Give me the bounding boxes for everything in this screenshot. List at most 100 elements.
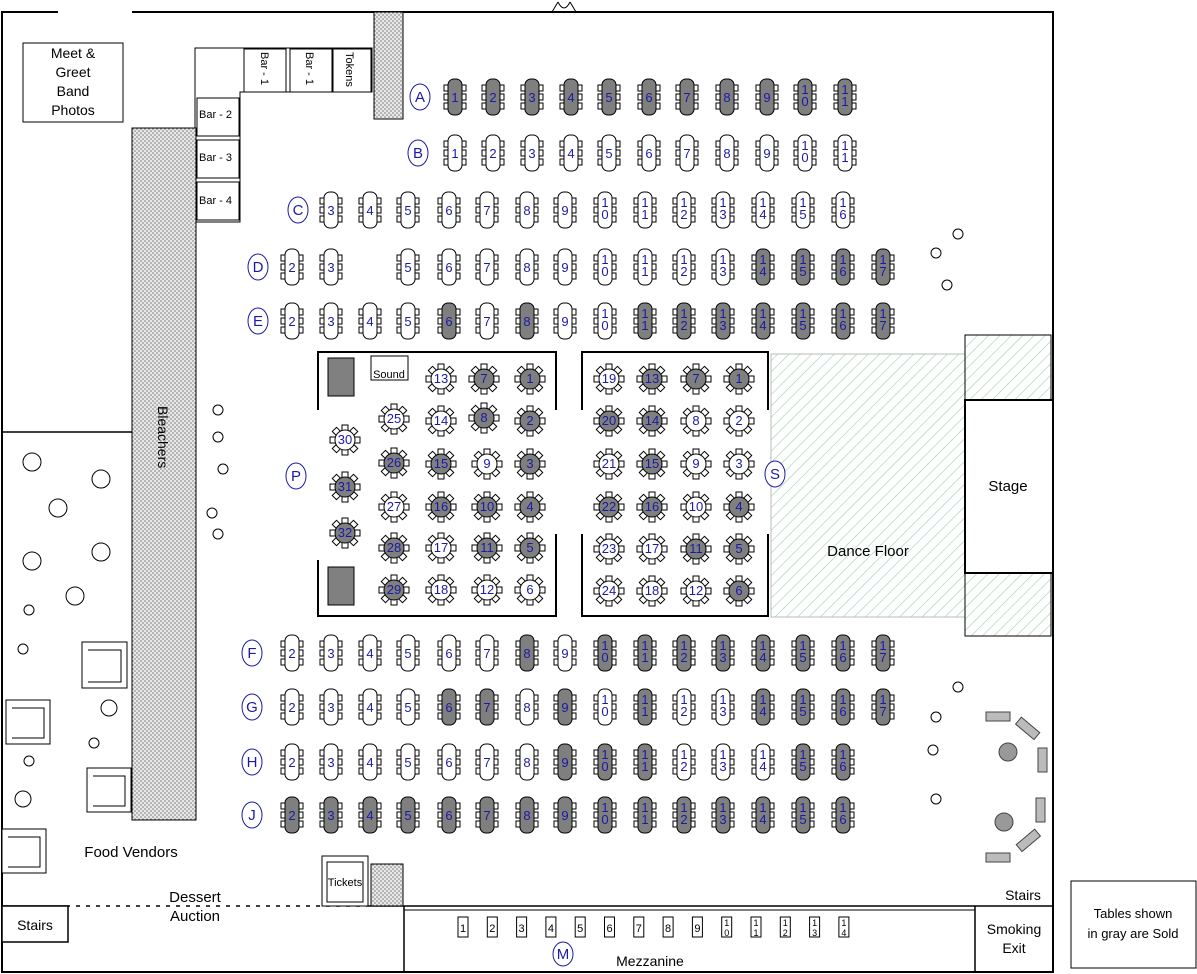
table-b-8[interactable]: 8 bbox=[715, 134, 739, 172]
round-table-s-7[interactable]: 7 bbox=[680, 363, 712, 395]
round-table-p-28[interactable]: 28 bbox=[378, 532, 410, 564]
round-table-s-19[interactable]: 19 bbox=[593, 363, 625, 395]
table-d-8[interactable]: 8 bbox=[515, 248, 539, 286]
table-b-2[interactable]: 2 bbox=[481, 134, 505, 172]
round-table-p-18[interactable]: 18 bbox=[425, 574, 457, 606]
table-c-8[interactable]: 8 bbox=[515, 191, 539, 229]
table-e-7[interactable]: 7 bbox=[475, 302, 499, 340]
round-table-p-3[interactable]: 3 bbox=[514, 448, 546, 480]
round-table-p-6[interactable]: 6 bbox=[514, 574, 546, 606]
round-table-s-22[interactable]: 22 bbox=[593, 491, 625, 523]
round-table-p-29[interactable]: 29 bbox=[378, 574, 410, 606]
round-table-p-2[interactable]: 2 bbox=[514, 405, 546, 437]
round-table-p-27[interactable]: 27 bbox=[378, 491, 410, 523]
round-table-p-15[interactable]: 15 bbox=[425, 448, 457, 480]
round-table-s-21[interactable]: 21 bbox=[593, 448, 625, 480]
table-e-6[interactable]: 6 bbox=[437, 302, 461, 340]
table-e-3[interactable]: 3 bbox=[319, 302, 343, 340]
mezzanine-table-4[interactable]: 4 bbox=[545, 916, 557, 938]
table-a-6[interactable]: 6 bbox=[637, 78, 661, 116]
table-c-5[interactable]: 5 bbox=[396, 191, 420, 229]
mezzanine-table-7[interactable]: 7 bbox=[633, 916, 645, 938]
table-g-8[interactable]: 8 bbox=[515, 688, 539, 726]
round-table-s-13[interactable]: 13 bbox=[636, 363, 668, 395]
table-f-7[interactable]: 7 bbox=[475, 634, 499, 672]
round-table-s-9[interactable]: 9 bbox=[680, 448, 712, 480]
table-f-6[interactable]: 6 bbox=[437, 634, 461, 672]
table-h-4[interactable]: 4 bbox=[358, 743, 382, 781]
table-f-8[interactable]: 8 bbox=[515, 634, 539, 672]
round-table-s-5[interactable]: 5 bbox=[723, 533, 755, 565]
round-table-p-25[interactable]: 25 bbox=[378, 403, 410, 435]
table-h-6[interactable]: 6 bbox=[437, 743, 461, 781]
round-table-p-8[interactable]: 8 bbox=[468, 402, 500, 434]
round-table-s-17[interactable]: 17 bbox=[636, 533, 668, 565]
round-table-s-6[interactable]: 6 bbox=[723, 575, 755, 607]
round-table-p-4[interactable]: 4 bbox=[514, 491, 546, 523]
table-a-7[interactable]: 7 bbox=[675, 78, 699, 116]
mezzanine-table-1[interactable]: 1 bbox=[457, 916, 469, 938]
table-h-9[interactable]: 9 bbox=[553, 743, 577, 781]
table-f-3[interactable]: 3 bbox=[319, 634, 343, 672]
round-table-p-11[interactable]: 11 bbox=[471, 532, 503, 564]
round-table-s-11[interactable]: 11 bbox=[680, 533, 712, 565]
table-h-2[interactable]: 2 bbox=[280, 743, 304, 781]
table-a-2[interactable]: 2 bbox=[481, 78, 505, 116]
table-j-3[interactable]: 3 bbox=[319, 796, 343, 834]
round-table-p-12[interactable]: 12 bbox=[471, 574, 503, 606]
table-d-3[interactable]: 3 bbox=[319, 248, 343, 286]
mezzanine-table-6[interactable]: 6 bbox=[604, 916, 615, 938]
round-table-s-10[interactable]: 10 bbox=[680, 491, 712, 523]
round-table-p-7[interactable]: 7 bbox=[468, 363, 500, 395]
round-table-p-17[interactable]: 17 bbox=[425, 532, 457, 564]
table-e-5[interactable]: 5 bbox=[396, 302, 420, 340]
table-b-6[interactable]: 6 bbox=[637, 134, 661, 172]
round-table-s-8[interactable]: 8 bbox=[680, 405, 712, 437]
round-table-s-14[interactable]: 14 bbox=[636, 405, 668, 437]
round-table-s-15[interactable]: 15 bbox=[636, 448, 668, 480]
round-table-p-26[interactable]: 26 bbox=[378, 447, 410, 479]
round-table-p-14[interactable]: 14 bbox=[425, 405, 457, 437]
table-g-4[interactable]: 4 bbox=[358, 688, 382, 726]
round-table-p-5[interactable]: 5 bbox=[514, 532, 546, 564]
table-d-5[interactable]: 5 bbox=[396, 248, 420, 286]
mezzanine-table-3[interactable]: 3 bbox=[516, 916, 528, 938]
table-b-3[interactable]: 3 bbox=[520, 134, 544, 172]
table-j-2[interactable]: 2 bbox=[280, 796, 304, 834]
table-d-9[interactable]: 9 bbox=[553, 248, 577, 286]
table-a-8[interactable]: 8 bbox=[715, 78, 739, 116]
table-b-4[interactable]: 4 bbox=[559, 134, 583, 172]
mezzanine-table-8[interactable]: 8 bbox=[662, 916, 674, 938]
table-d-6[interactable]: 6 bbox=[437, 248, 461, 286]
table-h-3[interactable]: 3 bbox=[319, 743, 343, 781]
table-f-2[interactable]: 2 bbox=[280, 634, 304, 672]
